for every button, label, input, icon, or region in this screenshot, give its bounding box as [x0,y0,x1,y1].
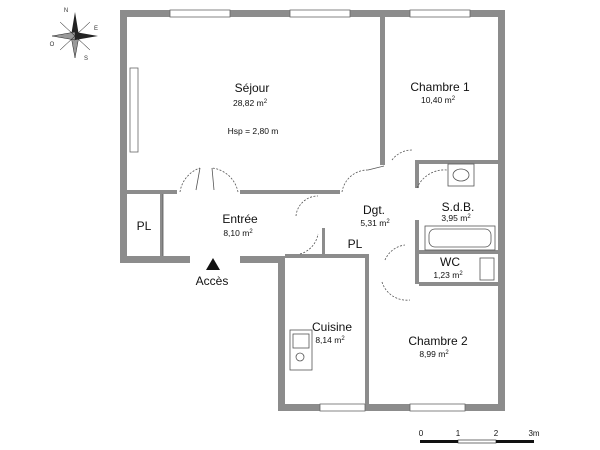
compass-west: O [50,42,55,48]
room-area-chambre1: 10,40 m2 [421,95,456,105]
interior-walls [127,17,498,404]
scale-label-1: 1 [456,429,461,438]
room-name-wc: WC [440,255,460,269]
room-area-sdb: 3,95 m2 [441,213,471,223]
room-dgt: Dgt. 5,31 m2 [360,203,390,228]
room-area-entree: 8,10 m2 [223,228,253,238]
room-name-sdb: S.d.B. [442,200,475,214]
room-sejour: Séjour 28,82 m2 Hsp = 2,80 m [228,81,279,136]
room-area-sejour: 28,82 m2 [233,98,268,108]
room-cuisine: Cuisine 8,14 m2 [312,320,352,345]
compass-rose-icon: N E S O [50,8,98,62]
room-name-cuisine: Cuisine [312,320,352,334]
room-wc: WC 1,23 m2 [433,255,463,280]
room-entree: Entrée 8,10 m2 [222,212,258,238]
room-area-chambre2: 8,99 m2 [419,349,449,359]
windows [129,9,471,412]
access-label: Accès [196,274,229,288]
compass-south: S [84,56,88,62]
room-name-sejour: Séjour [235,81,270,95]
compass-east: E [94,26,98,32]
closet-label-dgt: PL [348,237,363,251]
ceiling-height: Hsp = 2,80 m [228,126,279,136]
scale-label-3: 3m [528,429,539,438]
scale-label-2: 2 [494,429,499,438]
room-sdb: S.d.B. 3,95 m2 [441,200,474,223]
access-marker: Accès [196,258,229,288]
room-area-wc: 1,23 m2 [433,270,463,280]
access-arrow-icon [206,258,220,270]
scale-bar: 0 1 2 3m [419,429,540,444]
room-chambre2: Chambre 2 8,99 m2 [408,334,468,359]
room-name-dgt: Dgt. [363,203,385,217]
closet-label-entree: PL [137,219,152,233]
room-area-dgt: 5,31 m2 [360,218,390,228]
room-name-entree: Entrée [222,212,258,226]
scale-label-0: 0 [419,429,424,438]
compass-north: N [64,8,68,14]
room-area-cuisine: 8,14 m2 [315,335,345,345]
room-chambre1: Chambre 1 10,40 m2 [410,80,470,105]
room-name-chambre2: Chambre 2 [408,334,468,348]
fixtures [162,163,496,371]
doors [179,149,448,301]
room-name-chambre1: Chambre 1 [410,80,470,94]
